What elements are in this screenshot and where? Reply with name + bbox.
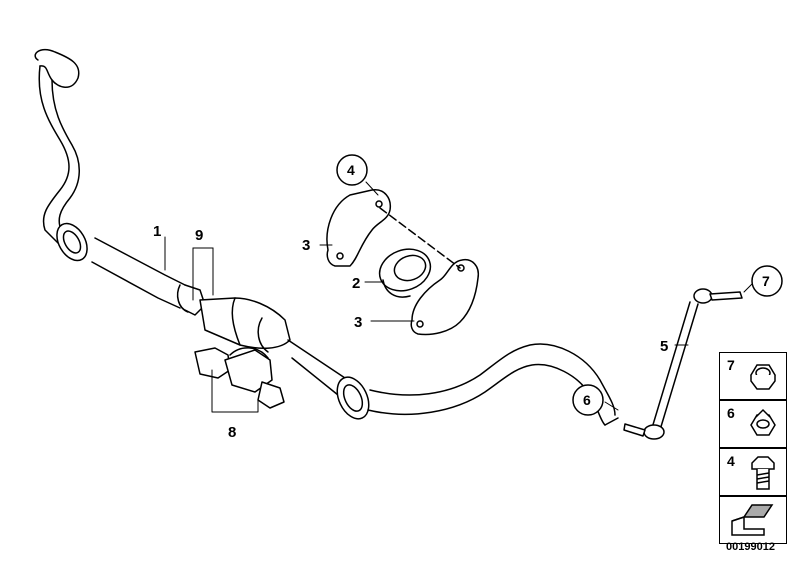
legend-item-arrow (719, 496, 787, 544)
callout-8: 8 (228, 424, 236, 441)
callout-9: 9 (195, 227, 203, 244)
self-locking-nut-icon (746, 407, 780, 446)
callout-circle-6 (572, 384, 604, 416)
callout-5: 5 (660, 338, 668, 355)
callout-7: 7 (762, 273, 770, 289)
bushing-part (378, 248, 432, 298)
callout-6: 6 (583, 392, 591, 408)
bracket-lower-part (410, 258, 480, 336)
stabilizer-bar (34, 48, 619, 426)
leader-lines (164, 181, 754, 413)
bolt-icon (746, 455, 780, 498)
callout-1: 1 (153, 223, 161, 240)
legend-number: 7 (727, 357, 735, 373)
callout-3-upper: 3 (302, 237, 310, 254)
callout-circle-7 (751, 265, 783, 297)
callout-4: 4 (347, 162, 355, 178)
reference-number: 00199012 (726, 541, 775, 553)
sensor-group-part (194, 347, 285, 409)
callout-3-lower: 3 (354, 314, 362, 331)
legend-item-bolt: 4 (719, 448, 787, 496)
legend-item-self-locking-nut: 6 (719, 400, 787, 448)
callout-circle-4 (336, 154, 368, 186)
callout-2: 2 (352, 275, 360, 292)
legend-number: 4 (727, 453, 735, 469)
link-part (623, 288, 743, 440)
legend-number: 6 (727, 405, 735, 421)
nut-icon (746, 359, 780, 398)
bracket-upper-part (326, 189, 392, 267)
arrow-icon (728, 501, 774, 544)
legend-item-nut: 7 (719, 352, 787, 400)
